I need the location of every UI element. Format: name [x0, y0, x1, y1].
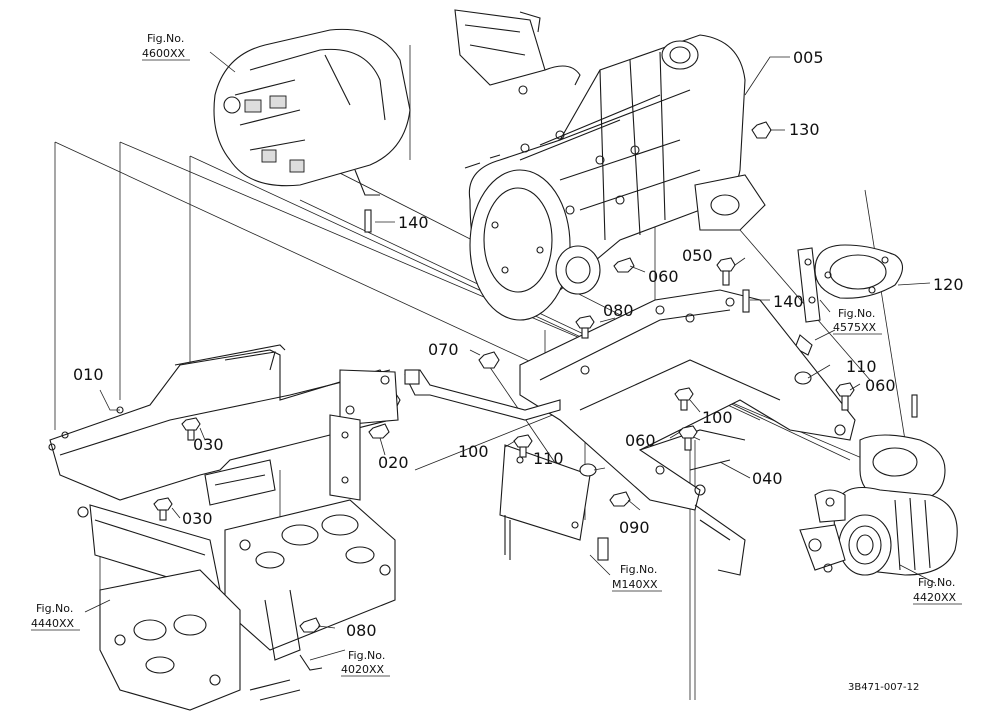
svg-text:Fig.No.: Fig.No. [620, 563, 657, 576]
figure-references: Fig.No. 4600XX Fig.No. 4575XX Fig.No. 44… [31, 32, 962, 677]
part-040-label: 040 [752, 469, 783, 488]
top-bracket-drawing [454, 9, 581, 95]
part-140-label: 140 [773, 292, 804, 311]
part-010-label: 010 [73, 365, 104, 384]
part-030-label: 030 [193, 435, 224, 454]
heat-shield-plate-drawing [499, 444, 609, 561]
part-060-label: 060 [625, 431, 656, 450]
part-030-label: 030 [182, 509, 213, 528]
part-060-label: 060 [648, 267, 679, 286]
part-005-label: 005 [793, 48, 824, 67]
muffler-housing-drawing [213, 28, 411, 196]
part-020-label: 020 [378, 453, 409, 472]
svg-text:4575XX: 4575XX [833, 321, 877, 334]
svg-text:4440XX: 4440XX [31, 617, 75, 630]
fig-ref-4420: Fig.No. 4420XX [913, 576, 962, 605]
bracket-4575-drawing [794, 247, 821, 356]
part-070-label: 070 [428, 340, 459, 359]
fasteners [153, 121, 918, 633]
part-080-label: 080 [346, 621, 377, 640]
drawing-code: 3B471-007-12 [848, 682, 919, 693]
turbocharger-drawing [799, 434, 958, 576]
svg-text:4020XX: 4020XX [341, 663, 385, 676]
svg-text:4420XX: 4420XX [913, 591, 957, 604]
svg-text:Fig.No.: Fig.No. [838, 307, 875, 320]
fig-ref-4440: Fig.No. 4440XX [31, 602, 80, 631]
part-130-label: 130 [789, 120, 820, 139]
part-120-label: 120 [933, 275, 964, 294]
dpf-muffler-drawing [464, 34, 766, 321]
part-100-label: 100 [458, 442, 489, 461]
svg-text:M140XX: M140XX [612, 578, 658, 591]
bracket-rod-drawing [404, 369, 561, 421]
part-number-labels: 005 130 140 050 060 140 120 080 070 110 … [73, 48, 964, 640]
part-090-label: 090 [619, 518, 650, 537]
fig-ref-4020: Fig.No. 4020XX [341, 649, 390, 677]
part-100-label: 100 [702, 408, 733, 427]
fig-ref-4575: Fig.No. 4575XX [833, 307, 882, 335]
svg-text:Fig.No.: Fig.No. [918, 576, 955, 589]
part-050-label: 050 [682, 246, 713, 265]
svg-text:Fig.No.: Fig.No. [147, 32, 184, 45]
part-080-label: 080 [603, 301, 634, 320]
svg-text:Fig.No.: Fig.No. [36, 602, 73, 615]
fig-ref-4600: Fig.No. 4600XX [142, 32, 190, 61]
leader-lines [84, 51, 936, 661]
plate-020-drawing [329, 414, 361, 501]
svg-text:4600XX: 4600XX [142, 47, 186, 60]
gasket-drawing [814, 244, 904, 299]
fig-ref-M140: Fig.No. M140XX [612, 563, 662, 592]
part-060-label: 060 [865, 376, 896, 395]
part-110-label: 110 [533, 449, 564, 468]
part-140-label: 140 [398, 213, 429, 232]
svg-text:Fig.No.: Fig.No. [348, 649, 385, 662]
part-110-label: 110 [846, 357, 877, 376]
cylinder-head-drawing [99, 459, 396, 711]
mounting-frame-drawing [48, 344, 401, 591]
